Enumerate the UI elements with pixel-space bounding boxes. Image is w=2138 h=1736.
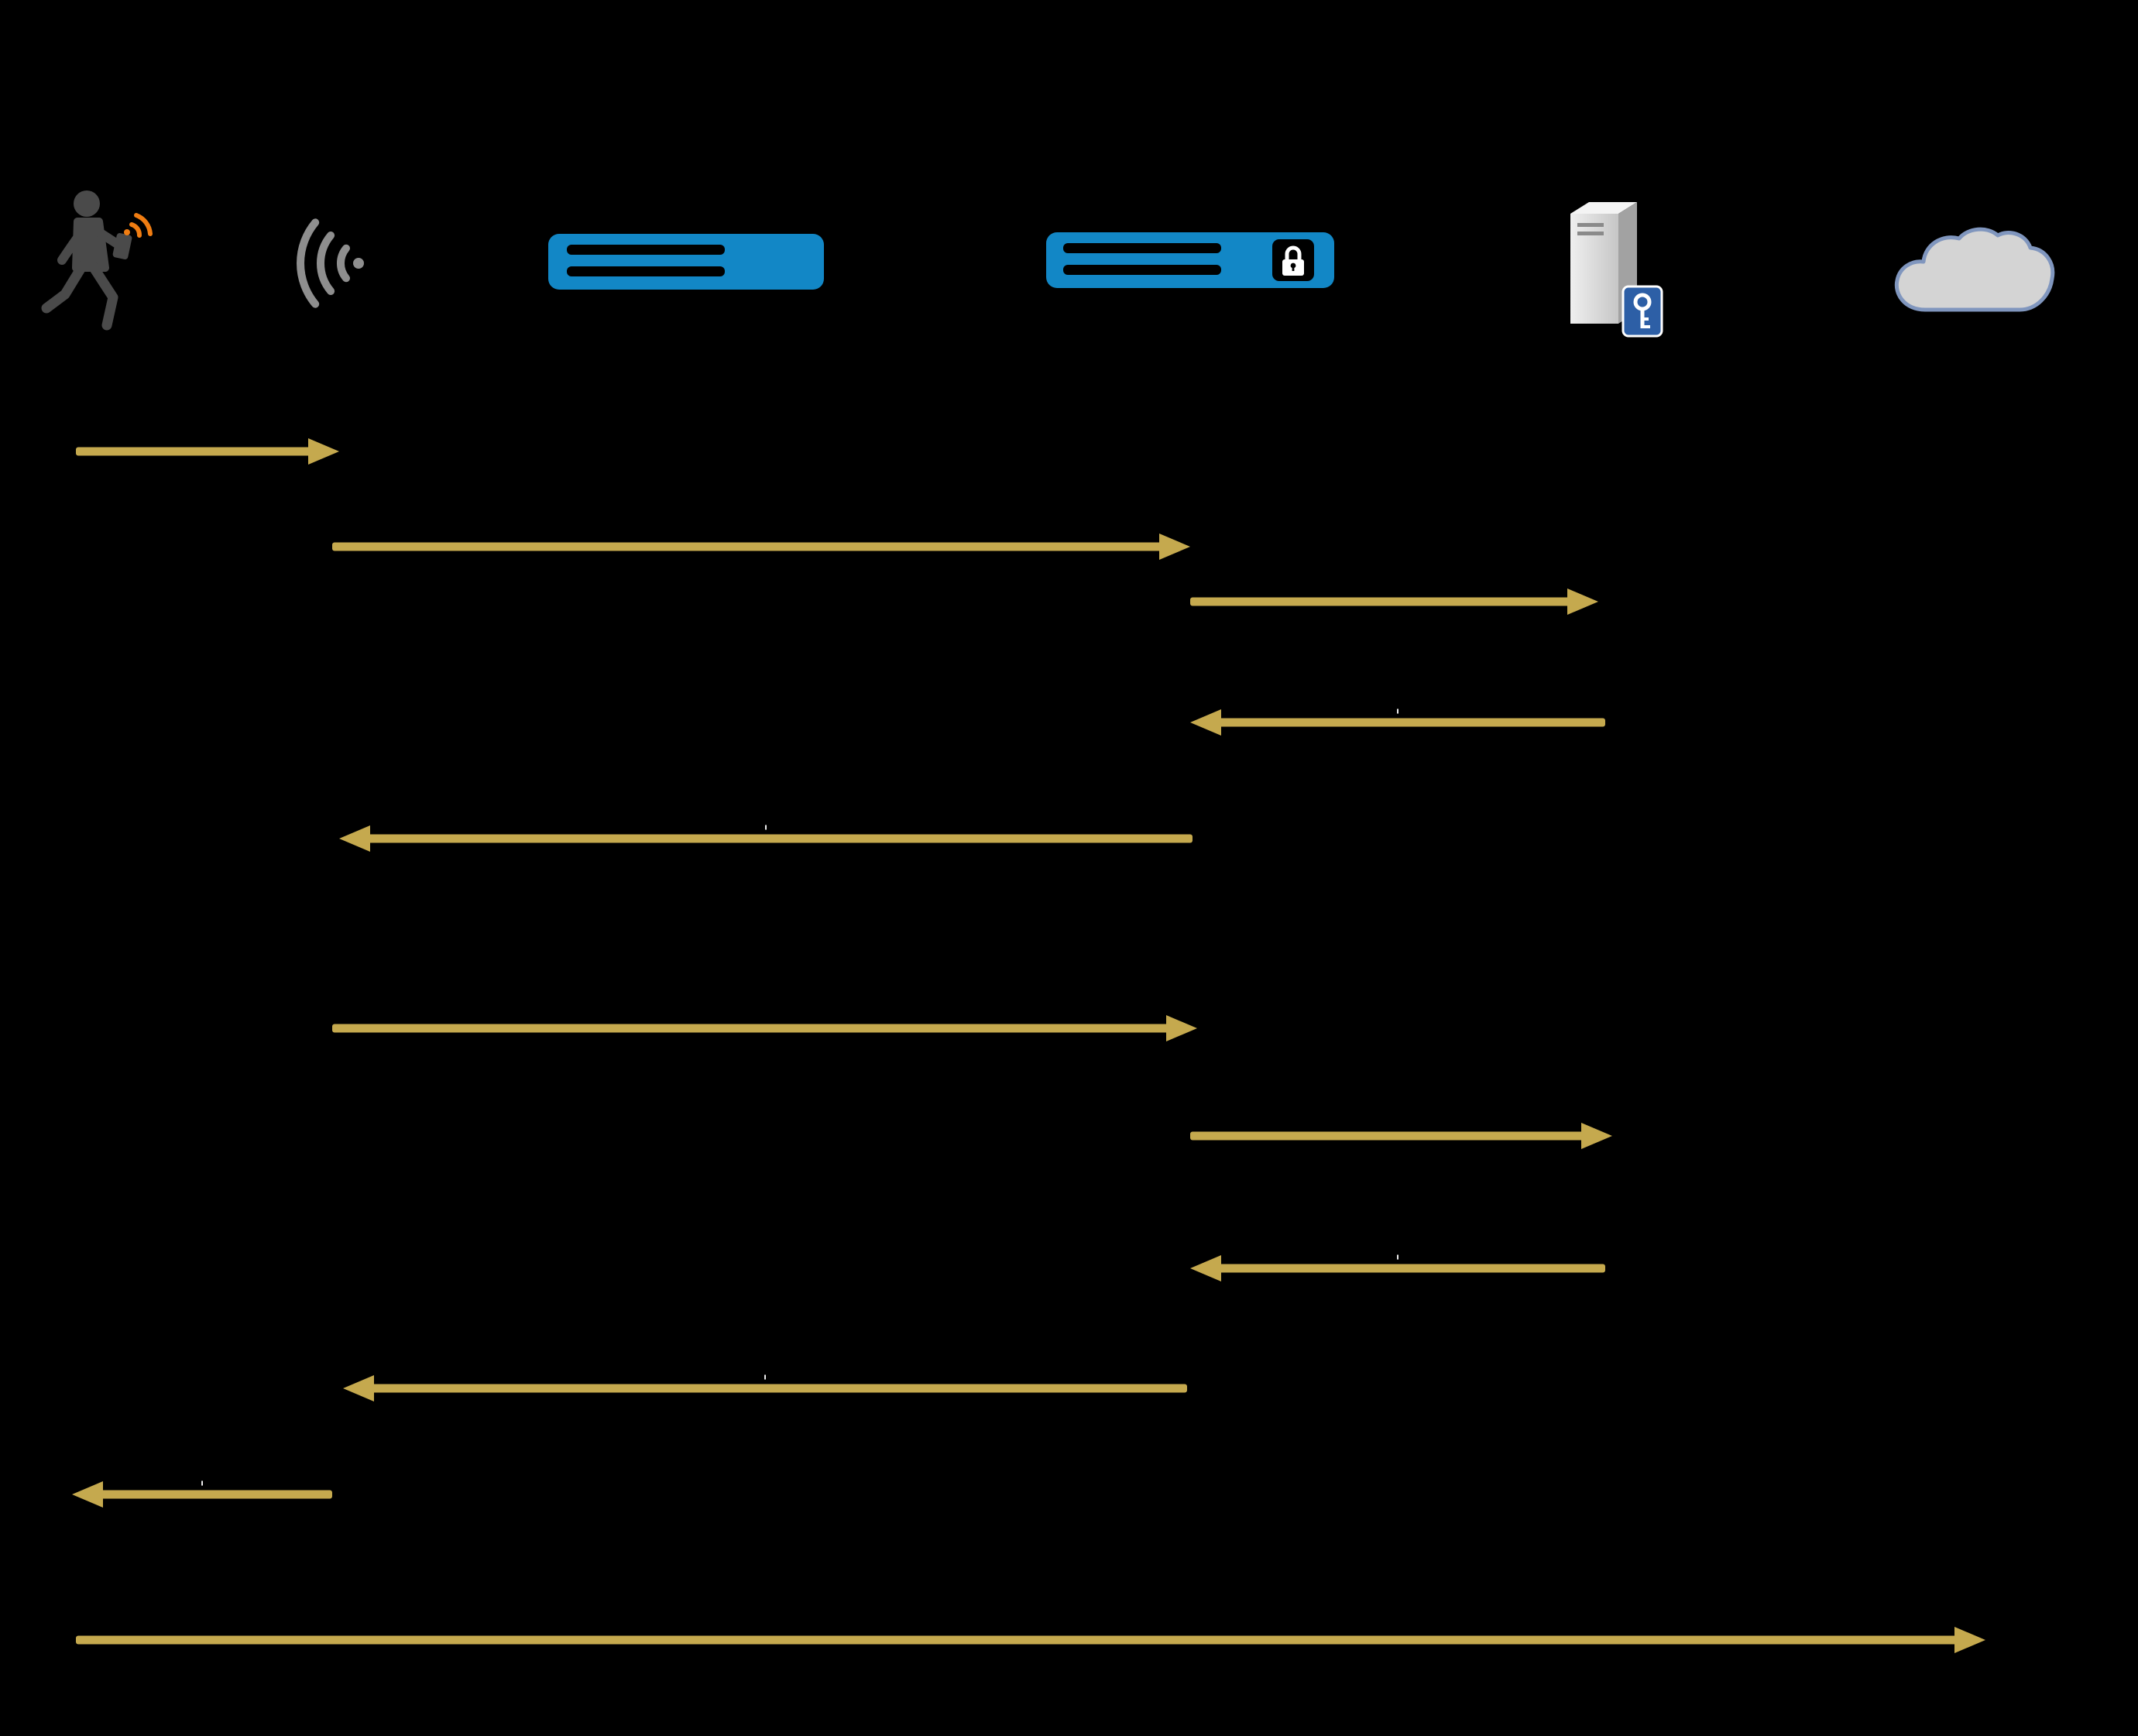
signal-arcs [124, 213, 153, 238]
radio-waves-icon [290, 192, 379, 335]
arrowhead-icon [308, 438, 339, 465]
message-arrow-4-left [1190, 708, 1605, 736]
text-artifact-mark: ' [1395, 707, 1401, 726]
text-artifact-mark: ' [1395, 1253, 1401, 1272]
arrowhead-icon [1159, 533, 1190, 560]
arrowhead-icon [1190, 1255, 1221, 1281]
message-arrow-11-right [76, 1626, 1985, 1654]
key-icon [1622, 285, 1663, 338]
message-arrow-9-left [343, 1374, 1187, 1402]
lock-icon [1272, 239, 1314, 281]
arrowhead-icon [1954, 1627, 1985, 1653]
network-device-icon [547, 232, 825, 291]
walking-person-with-wireless-device-icon [31, 184, 166, 339]
message-arrow-6-right [332, 1014, 1197, 1042]
message-arrow-10-left [72, 1480, 332, 1508]
network-device-lock-icon [1045, 231, 1336, 290]
arrowhead-icon [1166, 1015, 1197, 1041]
arrowhead-icon [1581, 1123, 1612, 1149]
arrowhead-icon [1190, 709, 1221, 736]
arrowhead-icon [1567, 588, 1598, 615]
text-artifact-mark: ' [199, 1479, 205, 1498]
message-arrow-8-left [1190, 1254, 1605, 1282]
message-arrow-2-right [332, 533, 1190, 561]
message-arrow-1-right [76, 437, 339, 465]
arrowhead-icon [343, 1375, 374, 1401]
text-artifact-mark: ' [762, 1373, 768, 1392]
arrowhead-icon [339, 825, 370, 852]
server-key-icon [1556, 195, 1669, 344]
message-arrow-3-right [1190, 588, 1598, 616]
message-arrow-7-right [1190, 1122, 1612, 1150]
text-artifact-mark: ' [763, 823, 769, 842]
message-arrow-5-left [339, 825, 1193, 853]
cloud-icon [1886, 223, 2060, 327]
arrowhead-icon [72, 1481, 103, 1508]
